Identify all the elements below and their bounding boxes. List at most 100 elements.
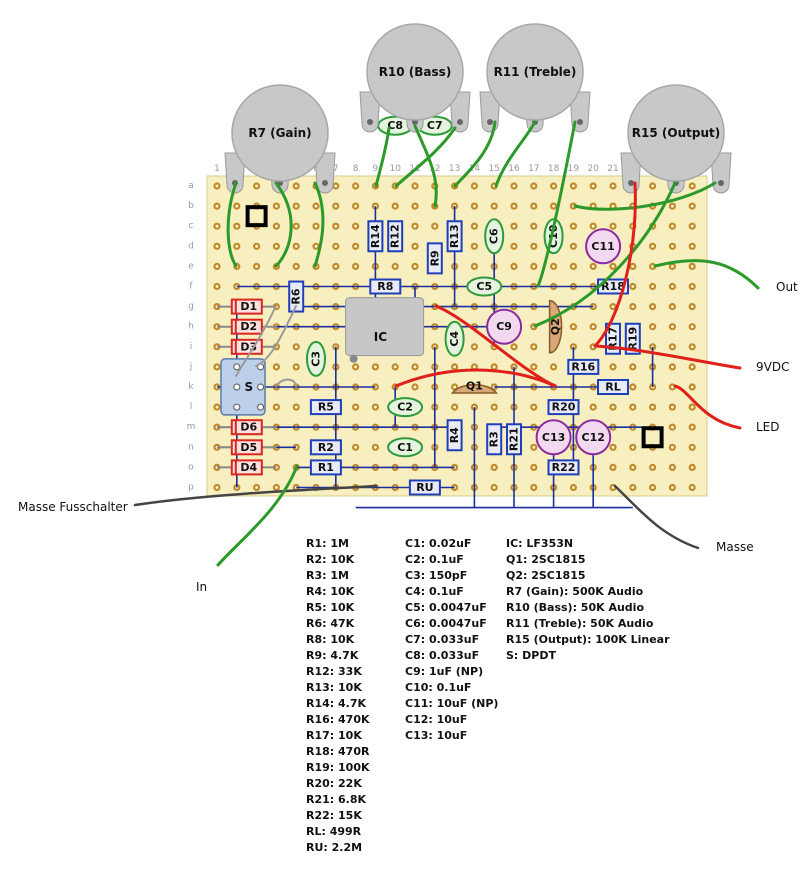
capacitor-spec-item: C11: 10uF (NP) bbox=[405, 697, 499, 710]
hole-center bbox=[611, 486, 615, 489]
resistor-label-r18: R18 bbox=[601, 280, 625, 293]
switch-lug bbox=[233, 363, 241, 371]
pot-body bbox=[366, 23, 464, 121]
column-number-9: 9 bbox=[373, 164, 379, 174]
column-number-10: 10 bbox=[389, 164, 401, 174]
hole-center bbox=[473, 345, 476, 349]
resistor-spec-item: R18: 470R bbox=[306, 745, 370, 758]
transistor-q1 bbox=[450, 383, 498, 394]
hole-center bbox=[413, 204, 417, 208]
hole-center bbox=[235, 244, 239, 248]
hole-center bbox=[512, 244, 516, 248]
hole-center bbox=[492, 466, 496, 469]
hole-center bbox=[671, 224, 674, 228]
other-spec-item: R11 (Treble): 50K Audio bbox=[506, 617, 654, 630]
hole-center bbox=[611, 184, 615, 188]
resistor-label-r16: R16 bbox=[571, 360, 595, 373]
resistor-label-ru: RU bbox=[416, 481, 433, 494]
wire-r11-mid bbox=[494, 120, 537, 188]
hole-center bbox=[591, 265, 595, 268]
other-spec-item: IC: LF353N bbox=[506, 537, 574, 550]
resistor-r14 bbox=[367, 220, 384, 253]
hole-center bbox=[473, 204, 476, 208]
hole-center bbox=[532, 466, 536, 469]
hole-center bbox=[611, 365, 615, 369]
other-spec-item: R7 (Gain): 500K Audio bbox=[506, 585, 644, 598]
hole-center bbox=[591, 325, 595, 329]
hole-center bbox=[671, 305, 674, 308]
hole-center bbox=[631, 305, 635, 308]
row-letter-p: p bbox=[188, 483, 194, 493]
hole-center bbox=[532, 345, 536, 349]
hole-center bbox=[631, 385, 635, 389]
hole-center bbox=[671, 265, 674, 268]
ic-pin1-marker bbox=[349, 354, 358, 363]
hole-center bbox=[354, 265, 357, 268]
row-letter-e: e bbox=[188, 261, 194, 271]
hole-center bbox=[651, 305, 654, 308]
resistor-spec-item: R19: 100K bbox=[306, 761, 370, 774]
wire-r11-left bbox=[453, 120, 497, 188]
hole-center bbox=[572, 265, 575, 268]
transistor-label-q2: Q2 bbox=[549, 318, 562, 335]
switch-lug bbox=[233, 383, 241, 391]
hole-center bbox=[690, 365, 694, 369]
hole-center bbox=[671, 365, 674, 369]
hole-center bbox=[354, 204, 357, 208]
hole-center bbox=[572, 244, 575, 248]
resistor-spec-item: R16: 470K bbox=[306, 713, 370, 726]
hole-center bbox=[611, 265, 615, 268]
diode-d3 bbox=[230, 338, 263, 355]
column-number-15: 15 bbox=[488, 164, 499, 174]
row-letter-b: b bbox=[188, 201, 194, 211]
hole-center bbox=[215, 405, 219, 409]
hole-center bbox=[552, 265, 555, 268]
hole-center bbox=[552, 365, 555, 369]
hole-center bbox=[671, 385, 674, 389]
row-letter-j: j bbox=[189, 362, 193, 372]
pot-body bbox=[627, 84, 725, 182]
potentiometer-r10: R10 (Bass) bbox=[359, 23, 471, 133]
hole-center bbox=[354, 244, 357, 248]
hole-center bbox=[215, 244, 219, 248]
hole-center bbox=[532, 224, 536, 228]
hole-center bbox=[275, 204, 278, 208]
row-letter-g: g bbox=[188, 302, 194, 312]
hole-center bbox=[690, 224, 694, 228]
potentiometer-r7: R7 (Gain) bbox=[224, 84, 336, 194]
hole-center bbox=[690, 325, 694, 329]
hole-center bbox=[631, 265, 635, 268]
electrolytic-cap-label-c13: C13 bbox=[542, 431, 565, 444]
hole-center bbox=[690, 385, 694, 389]
resistor-spec-item: R17: 10K bbox=[306, 729, 362, 742]
column-number-18: 18 bbox=[548, 164, 560, 174]
hole-center bbox=[334, 184, 338, 188]
label-in: In bbox=[196, 580, 208, 594]
film-cap-c3 bbox=[306, 340, 326, 377]
pot-body bbox=[231, 84, 329, 182]
hole-center bbox=[314, 224, 318, 228]
wire-r15-right bbox=[573, 181, 717, 211]
pot-body bbox=[486, 23, 584, 121]
diode-d1 bbox=[230, 298, 263, 315]
resistor-spec-item: R5: 10K bbox=[306, 601, 355, 614]
hole-center bbox=[532, 405, 536, 409]
row-letter-n: n bbox=[188, 442, 194, 452]
resistor-spec-item: R20: 22K bbox=[306, 777, 362, 790]
hole-center bbox=[690, 466, 694, 469]
resistor-label-r9: R9 bbox=[428, 250, 441, 266]
capacitor-spec-item: C1: 0.02uF bbox=[405, 537, 472, 550]
hole-center bbox=[275, 244, 278, 248]
resistor-r22 bbox=[547, 459, 580, 476]
resistor-r20 bbox=[547, 399, 580, 416]
hole-center bbox=[690, 345, 694, 349]
resistor-label-r5: R5 bbox=[318, 401, 334, 414]
resistor-r8 bbox=[369, 278, 402, 295]
hole-center bbox=[572, 224, 575, 228]
resistor-r9 bbox=[426, 242, 443, 275]
wire-r15-left bbox=[593, 181, 637, 348]
label-out: Out bbox=[776, 280, 798, 294]
pot-lug-hole bbox=[487, 119, 493, 125]
electrolytic-cap-label-c12: C12 bbox=[582, 431, 605, 444]
